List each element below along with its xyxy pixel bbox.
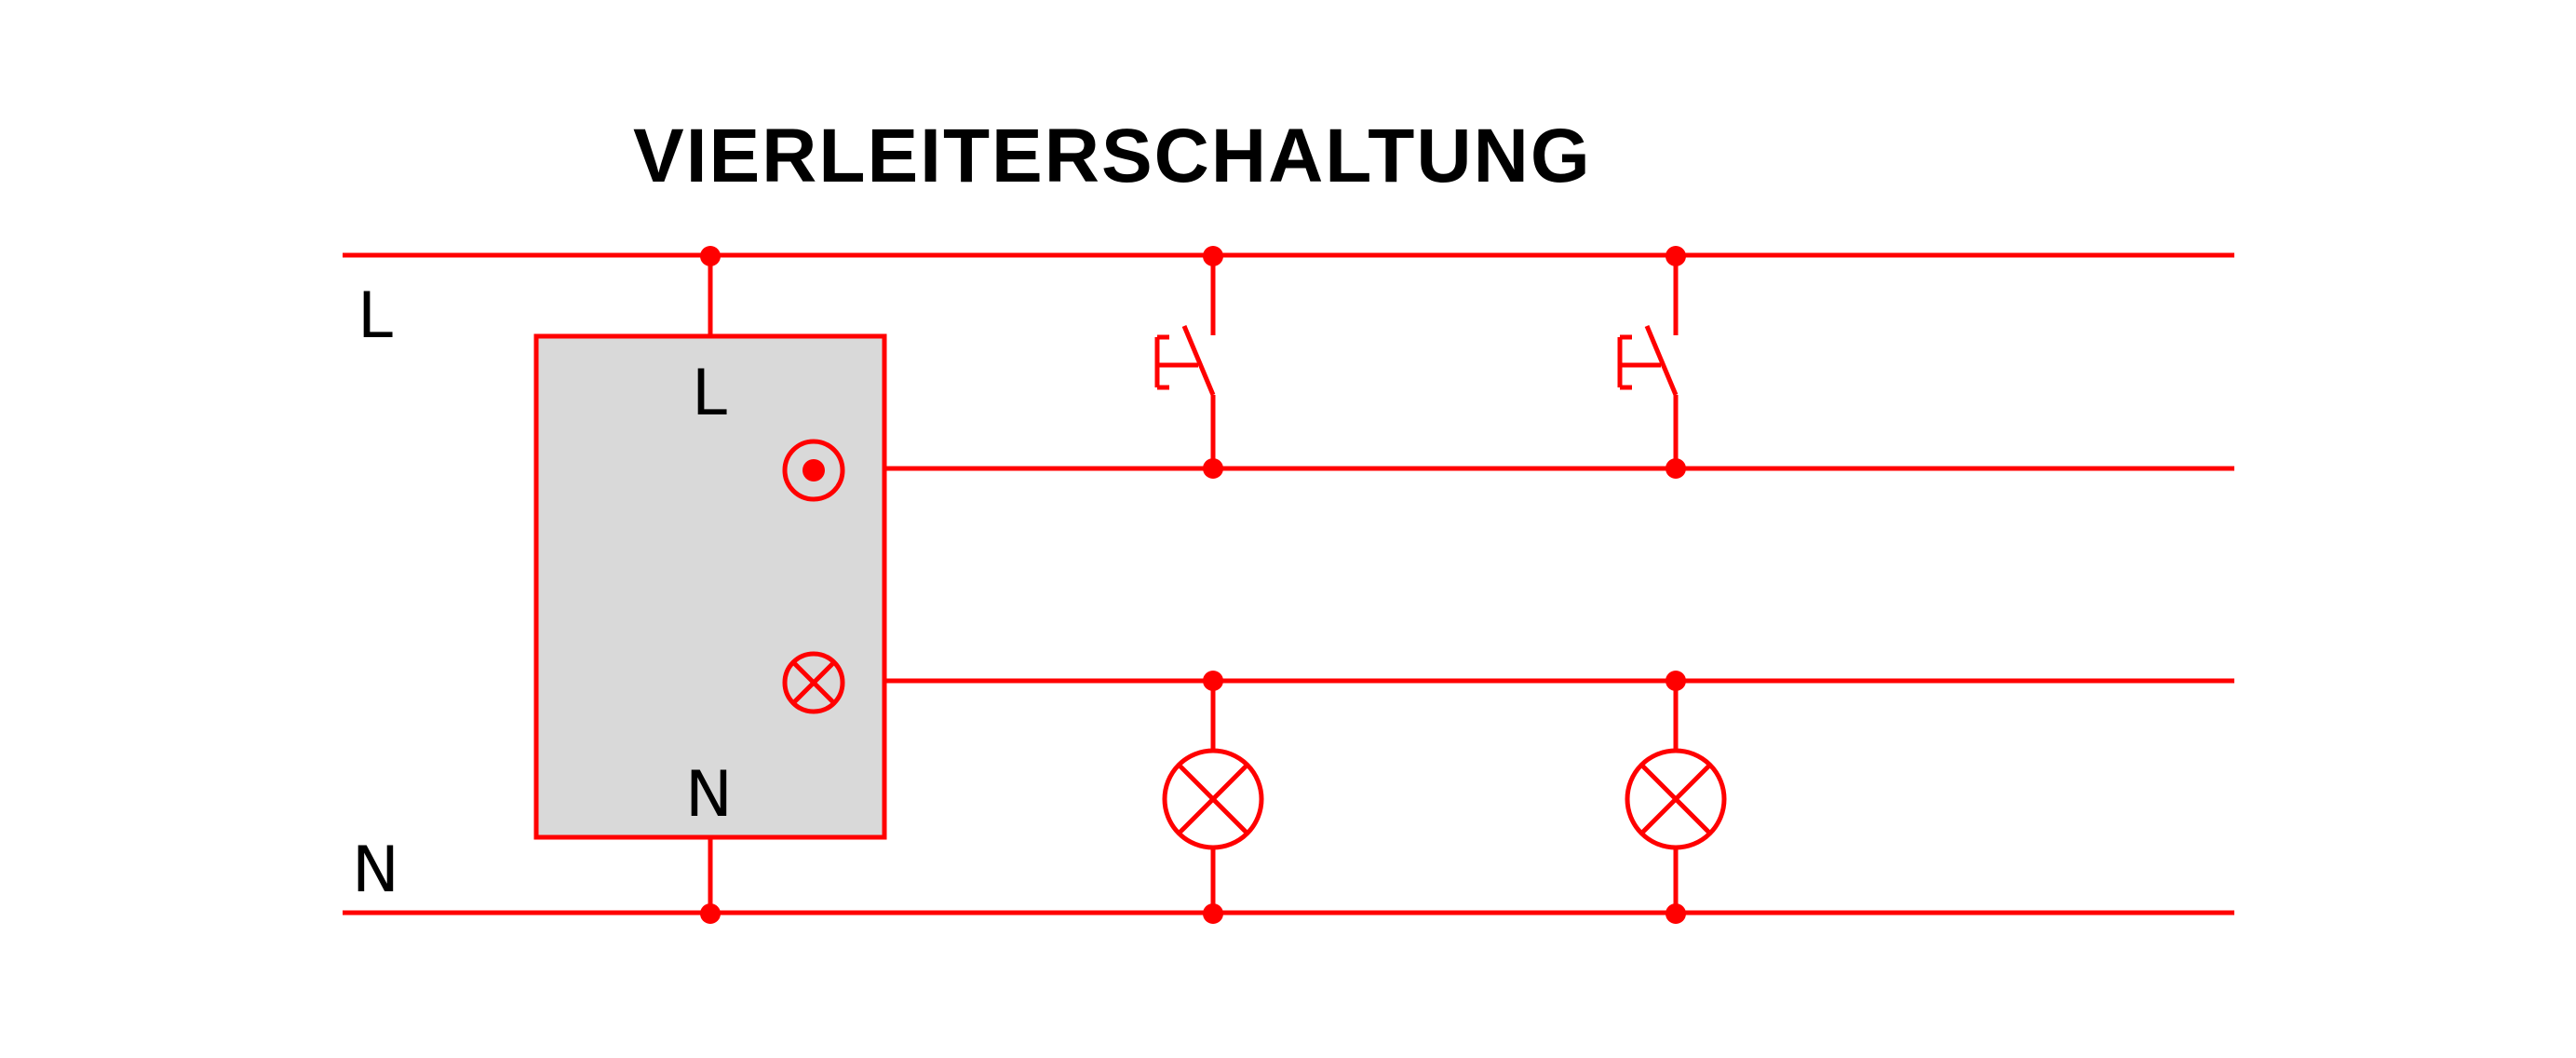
junction-dot bbox=[1203, 246, 1223, 266]
junction-dot bbox=[1666, 458, 1686, 479]
relay-device-box bbox=[533, 333, 887, 840]
lamp-terminal-icon bbox=[782, 651, 845, 714]
pushbutton-2-icon bbox=[1617, 255, 1679, 468]
pushbutton-terminal-icon bbox=[782, 439, 845, 502]
junction-dot bbox=[1203, 458, 1223, 479]
junction-dot bbox=[1203, 671, 1223, 691]
junction-dot bbox=[1666, 903, 1686, 924]
lamp-2-icon bbox=[1625, 681, 1727, 913]
junction-dot bbox=[1666, 246, 1686, 266]
junction-dot bbox=[700, 903, 721, 924]
label-phase-L: L bbox=[357, 279, 393, 353]
junction-dot bbox=[1666, 671, 1686, 691]
pushbutton-1-icon bbox=[1154, 255, 1216, 468]
device-label-L: L bbox=[692, 357, 727, 430]
device-label-N: N bbox=[685, 758, 733, 832]
label-neutral-N: N bbox=[352, 834, 399, 907]
lamp-1-icon bbox=[1162, 681, 1264, 913]
junction-dots bbox=[700, 246, 1686, 924]
junction-dot bbox=[700, 246, 721, 266]
diagram-title: VIERLEITERSCHALTUNG bbox=[633, 114, 1592, 198]
junction-dot bbox=[1203, 903, 1223, 924]
